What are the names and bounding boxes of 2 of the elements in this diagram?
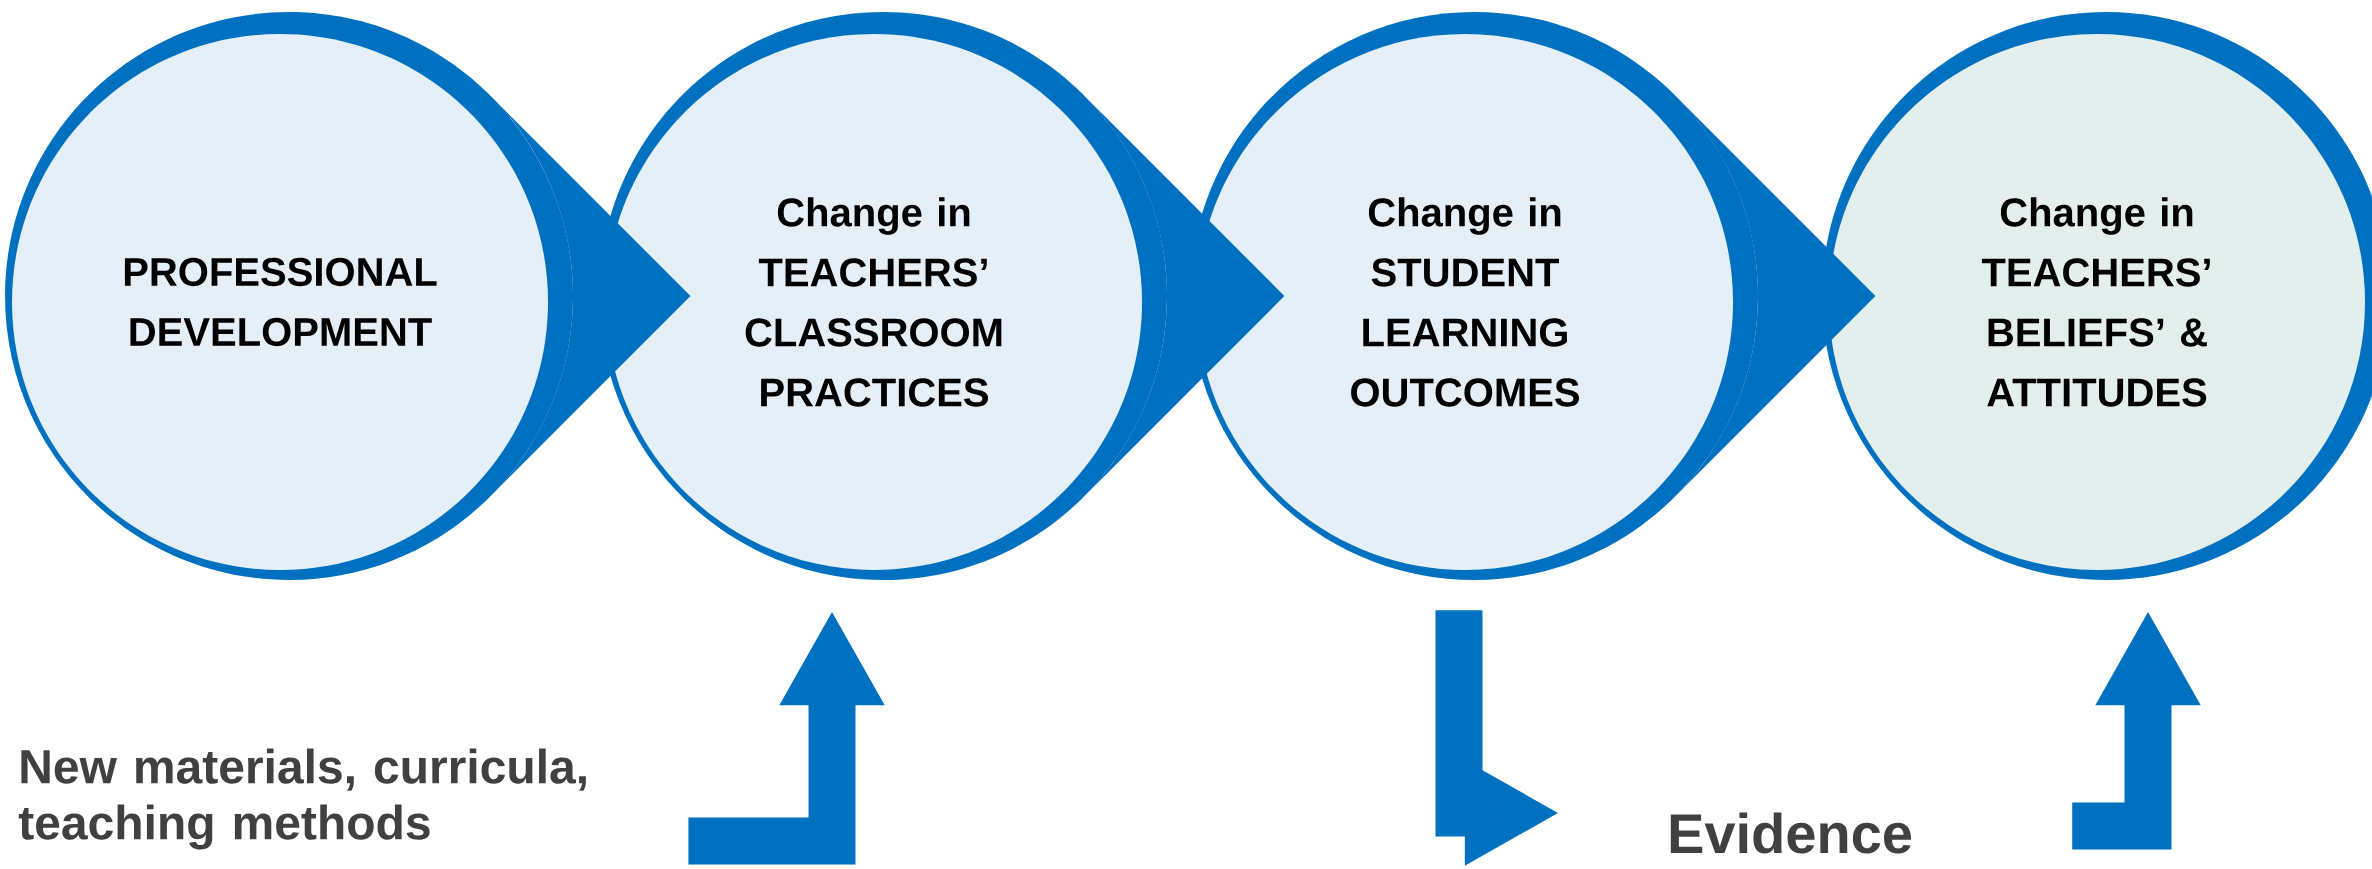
note-text: New materials, curricula, teaching methods — [18, 748, 586, 850]
text-label: Evidence — [1670, 812, 1912, 854]
